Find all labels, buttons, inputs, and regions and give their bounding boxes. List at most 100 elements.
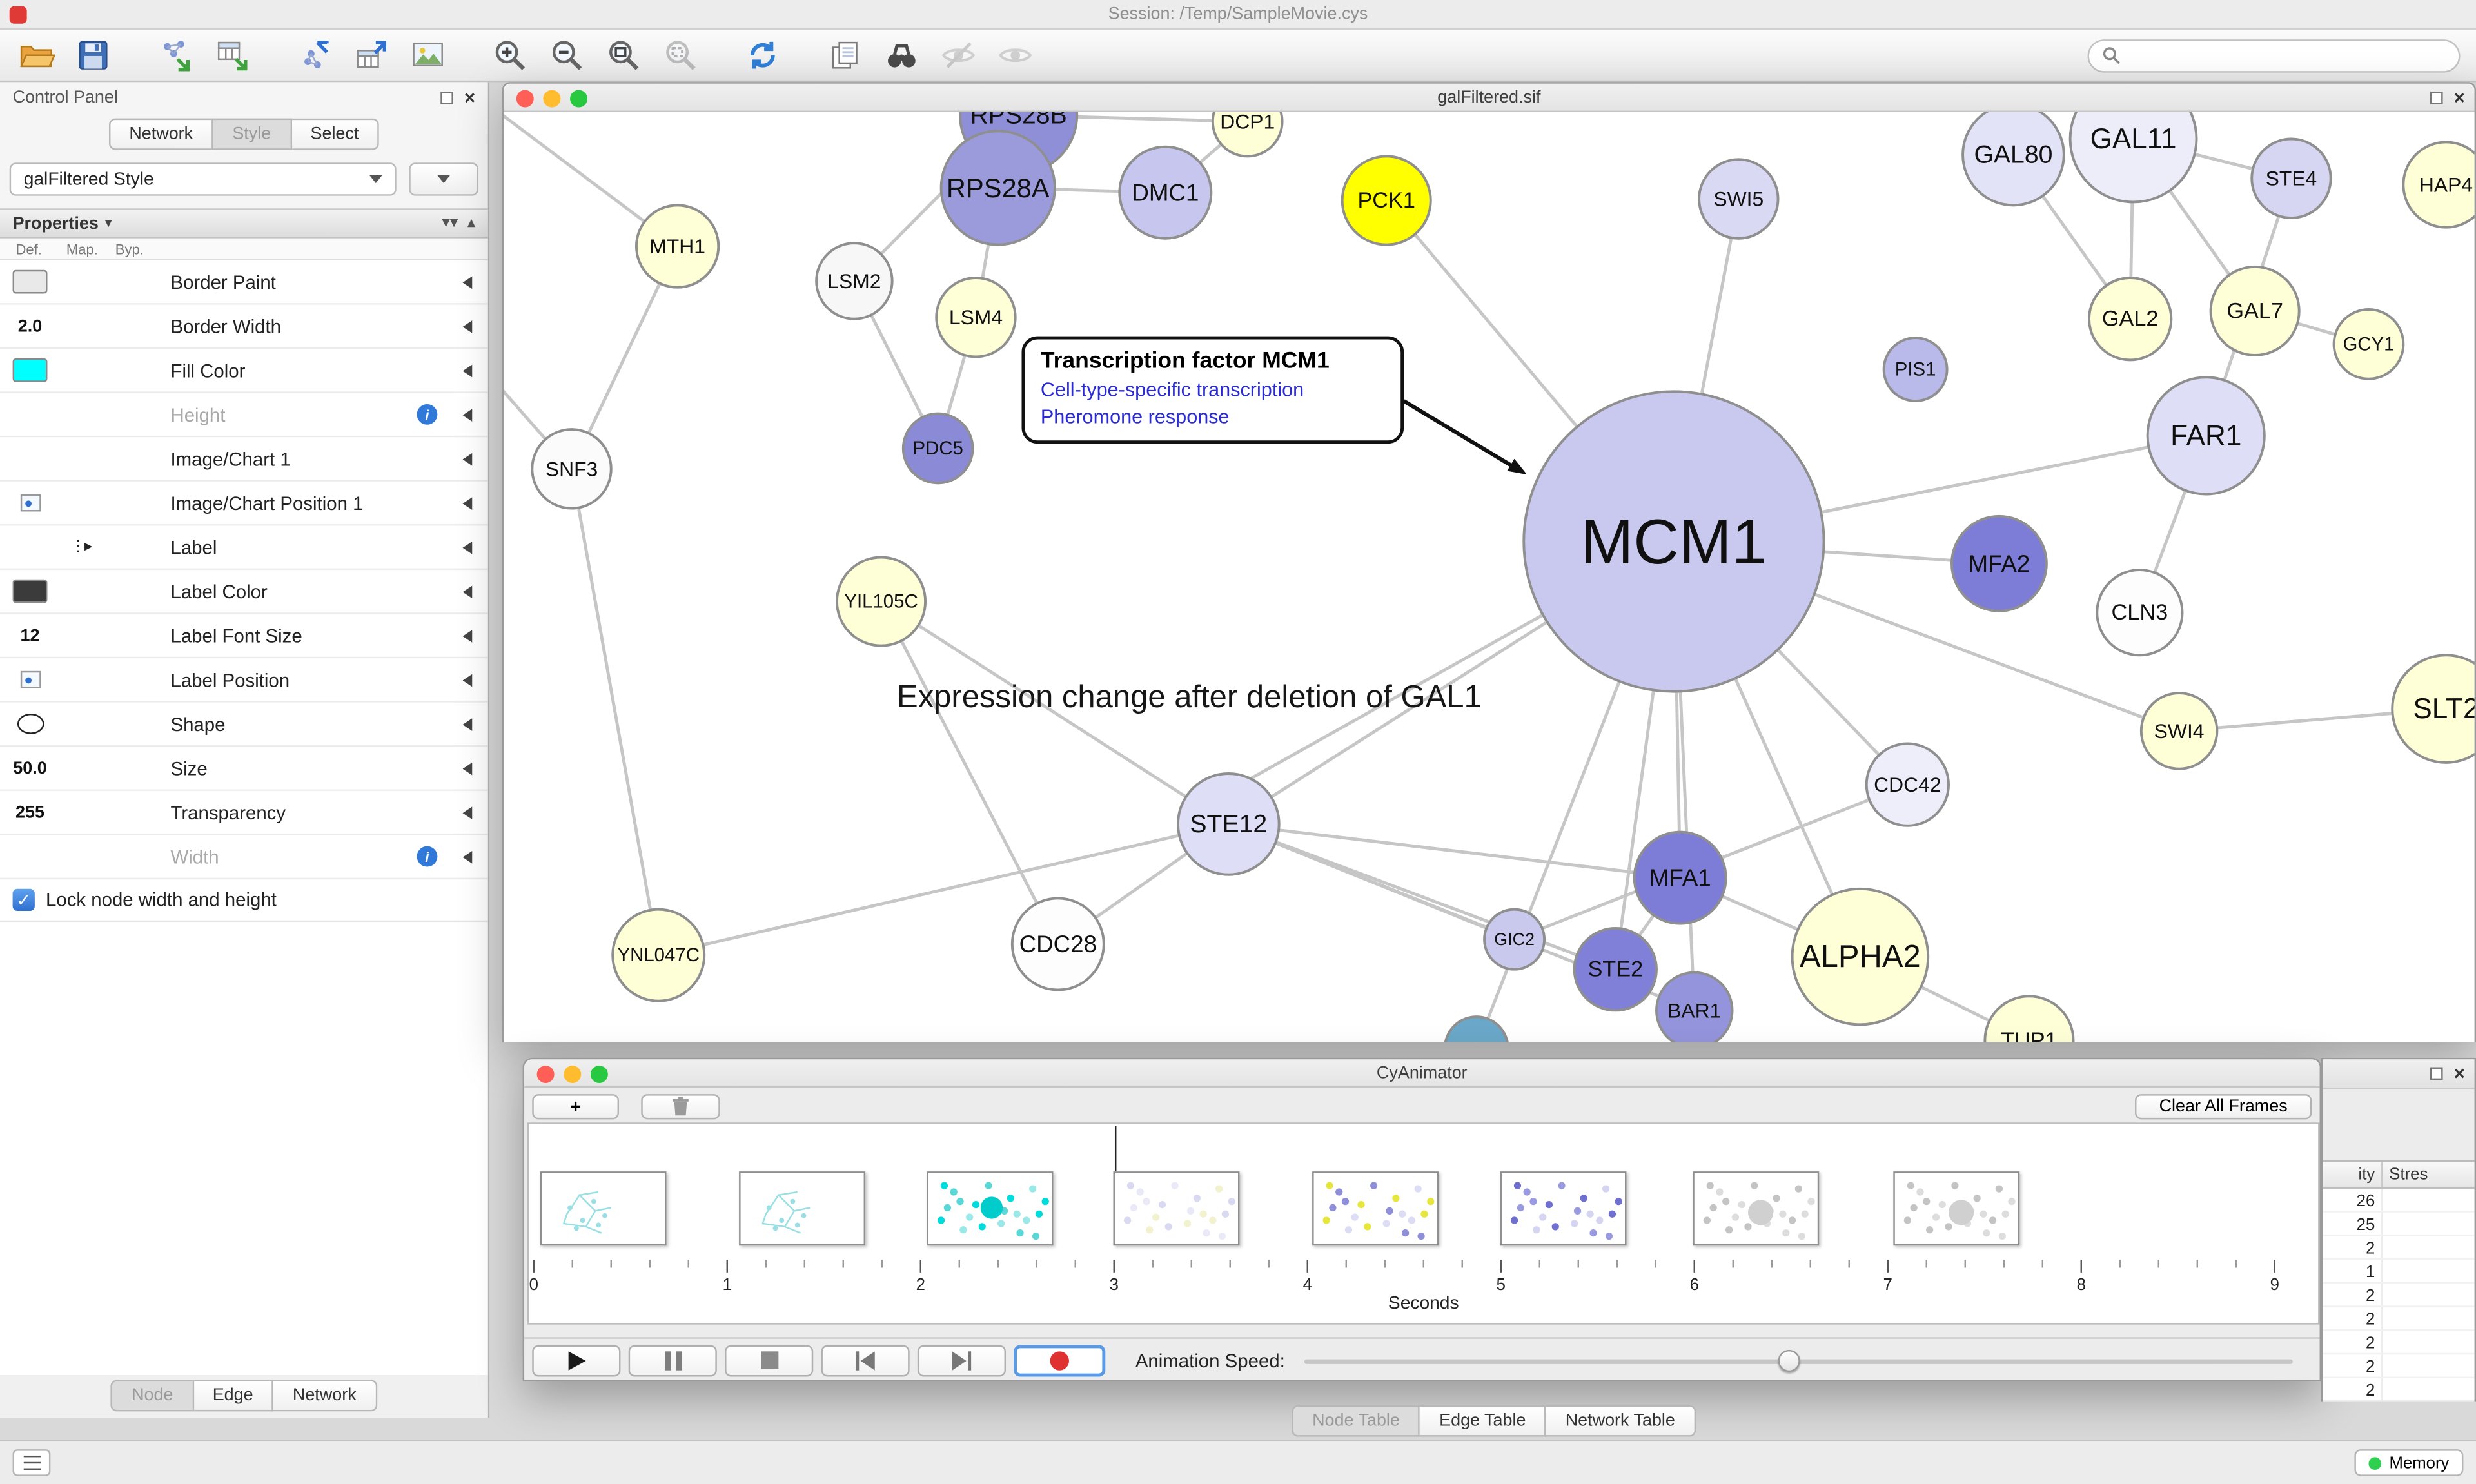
expand-row-icon[interactable]	[462, 761, 473, 775]
skip-to-start-button[interactable]	[821, 1344, 910, 1376]
network-node-gcy1[interactable]	[2332, 308, 2405, 380]
property-def-cell[interactable]: 255	[6, 795, 54, 830]
property-def-cell[interactable]	[6, 397, 54, 432]
property-byp-cell[interactable]	[108, 662, 155, 697]
property-row[interactable]: Image/Chart Position 1	[0, 481, 488, 526]
property-def-cell[interactable]: 2.0	[6, 309, 54, 344]
annotation-box[interactable]: Transcription factor MCM1 Cell-type-spec…	[1021, 336, 1404, 444]
timeline-playhead[interactable]	[1114, 1126, 1117, 1183]
network-edge[interactable]	[504, 112, 679, 248]
network-node-rps28a[interactable]	[939, 130, 1056, 246]
import-table-from-file-button[interactable]	[211, 35, 253, 76]
network-node-swi5[interactable]	[1698, 158, 1780, 240]
frame-thumbnail-4[interactable]	[1113, 1171, 1240, 1246]
expand-row-icon[interactable]	[462, 718, 473, 730]
table-cell[interactable]	[2383, 1307, 2475, 1329]
property-byp-cell[interactable]	[108, 707, 155, 741]
property-map-cell[interactable]	[57, 397, 104, 432]
slider-knob[interactable]	[1777, 1349, 1800, 1371]
play-button[interactable]	[532, 1344, 621, 1376]
network-node-cdc42[interactable]	[1865, 742, 1950, 827]
find-button[interactable]	[881, 35, 923, 76]
table-cell[interactable]	[2383, 1284, 2475, 1305]
property-def-cell[interactable]	[6, 574, 54, 609]
search-input[interactable]	[2128, 46, 2446, 65]
network-node-gal80[interactable]	[1961, 112, 2065, 207]
network-window-titlebar[interactable]: galFiltered.sif ×	[504, 83, 2475, 112]
expand-row-icon[interactable]	[462, 319, 473, 333]
skip-to-end-button[interactable]	[917, 1344, 1007, 1376]
property-byp-cell[interactable]	[108, 574, 155, 609]
expand-row-icon[interactable]	[462, 408, 473, 421]
property-row[interactable]: Border Paint	[0, 260, 488, 305]
property-row[interactable]: ⋮▸Label	[0, 525, 488, 571]
zoom-selected-button[interactable]	[660, 35, 702, 76]
network-node-gal2[interactable]	[2088, 277, 2173, 362]
table-row[interactable]: 25	[2323, 1212, 2475, 1236]
property-byp-cell[interactable]	[108, 839, 155, 874]
import-network-from-file-button[interactable]	[155, 35, 196, 76]
property-row[interactable]: Label Position	[0, 658, 488, 703]
property-map-cell[interactable]	[57, 264, 104, 299]
table-cell[interactable]: 25	[2323, 1212, 2383, 1235]
expand-row-icon[interactable]	[462, 806, 473, 819]
property-row[interactable]: Label Color	[0, 570, 488, 614]
network-node-gal7[interactable]	[2209, 265, 2301, 356]
tab-network[interactable]: Network	[108, 118, 213, 150]
network-edge[interactable]	[879, 600, 1059, 945]
network-node-pdc5[interactable]	[901, 412, 974, 485]
property-map-cell[interactable]	[57, 574, 104, 609]
apply-preferred-layout-button[interactable]	[742, 35, 783, 76]
float-panel-icon[interactable]	[440, 92, 453, 104]
network-node-lsm2[interactable]	[815, 242, 894, 320]
network-node-swi4[interactable]	[2139, 692, 2219, 770]
record-button[interactable]	[1014, 1344, 1106, 1376]
table-row[interactable]: 2	[2323, 1284, 2475, 1307]
expand-row-icon[interactable]	[462, 540, 473, 554]
table-cell[interactable]: 2	[2323, 1236, 2383, 1258]
network-node-gal11[interactable]	[2068, 112, 2198, 204]
tab-node-table[interactable]: Node Table	[1292, 1405, 1420, 1437]
close-window-button[interactable]	[516, 90, 534, 108]
property-row[interactable]: Shape	[0, 702, 488, 747]
network-node-yil105c[interactable]	[836, 556, 927, 647]
tab-edge-style[interactable]: Edge	[193, 1380, 274, 1412]
show-panels-button[interactable]	[12, 1449, 51, 1476]
property-byp-cell[interactable]	[108, 441, 155, 476]
column-header[interactable]: Stres	[2389, 1165, 2428, 1184]
cyanimator-titlebar[interactable]: CyAnimator	[524, 1059, 2320, 1088]
property-map-cell[interactable]	[57, 441, 104, 476]
tab-select[interactable]: Select	[291, 118, 380, 150]
property-byp-cell[interactable]	[108, 397, 155, 432]
property-map-cell[interactable]	[57, 750, 104, 785]
lock-size-row[interactable]: ✓ Lock node width and height	[0, 879, 488, 923]
expand-row-icon[interactable]	[462, 673, 473, 687]
network-node-far1[interactable]	[2146, 376, 2266, 496]
search-box[interactable]	[2087, 39, 2461, 72]
zoom-window-button[interactable]	[570, 90, 588, 108]
network-node-dcp1[interactable]	[1211, 112, 1284, 158]
stop-button[interactable]	[725, 1344, 814, 1376]
property-byp-cell[interactable]	[108, 353, 155, 387]
network-node-mfa1[interactable]	[1633, 830, 1727, 925]
property-byp-cell[interactable]	[108, 618, 155, 653]
network-edge[interactable]	[1228, 822, 1681, 880]
frame-thumbnail-8[interactable]	[1893, 1171, 2020, 1246]
network-node-ynl047c[interactable]	[611, 908, 706, 1002]
property-byp-cell[interactable]	[108, 530, 155, 565]
network-node-mcm1[interactable]	[1522, 390, 1825, 693]
pause-button[interactable]	[628, 1344, 717, 1376]
property-map-cell[interactable]	[57, 309, 104, 344]
network-node-tup1[interactable]	[1983, 995, 2075, 1042]
property-def-cell[interactable]	[6, 530, 54, 565]
column-header[interactable]: ity	[2323, 1162, 2383, 1187]
clear-all-frames-button[interactable]: Clear All Frames	[2135, 1093, 2312, 1119]
annotation-link[interactable]: Cell-type-specific transcription	[1040, 378, 1304, 402]
